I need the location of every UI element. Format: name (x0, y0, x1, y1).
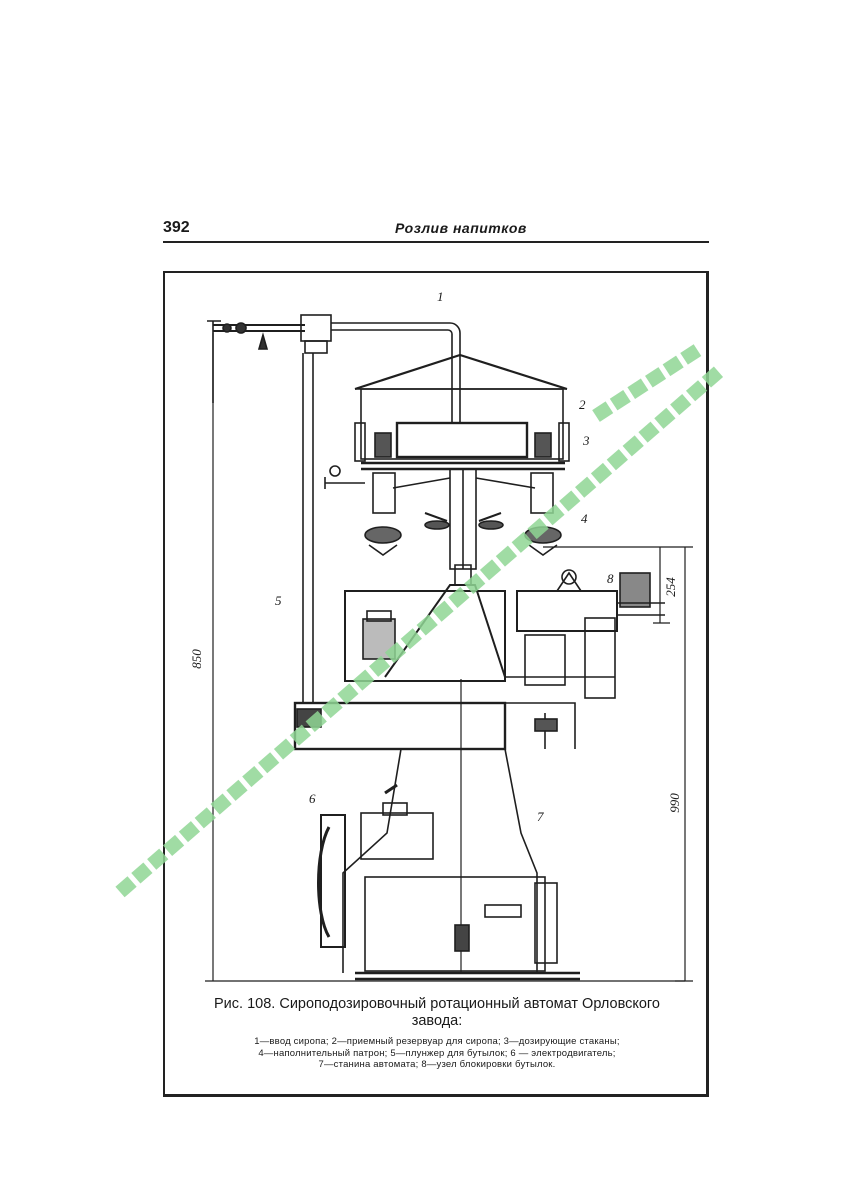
running-title: Розлив напитков (395, 220, 527, 236)
technical-drawing (205, 314, 693, 982)
figure-caption: Рис. 108. Сироподозировочный ротационный… (170, 996, 704, 1071)
callout-6: 6 (309, 791, 316, 806)
figure-frame: 1 2 3 4 5 6 7 8 850 254 990 (163, 271, 709, 1097)
header-rule (163, 241, 709, 243)
page-header: 392 Розлив напитков (163, 219, 709, 243)
callout-2: 2 (579, 397, 586, 412)
dimension-850: 850 (188, 649, 204, 669)
caption-legend: 1—ввод сиропа; 2—приемный резервуар для … (170, 1036, 704, 1071)
dimension-254: 254 (662, 577, 678, 597)
callout-labels: 1 2 3 4 5 6 7 8 850 254 990 (165, 273, 707, 1095)
callout-4: 4 (581, 511, 588, 526)
legend-line-1: 1—ввод сиропа; 2—приемный резервуар для … (254, 1036, 620, 1047)
legend-line-2: 4—наполнительный патрон; 5—плунжер для б… (258, 1047, 616, 1059)
legend-line-3: 7—станина автомата; 8—узел блокировки бу… (318, 1059, 556, 1070)
callout-8: 8 (607, 571, 614, 586)
callout-7: 7 (537, 809, 544, 824)
caption-title-line2: завода: (411, 1013, 463, 1029)
callout-3: 3 (583, 433, 590, 448)
callout-5: 5 (275, 593, 282, 608)
page-number: 392 (163, 219, 190, 236)
callout-1: 1 (437, 289, 444, 304)
caption-title-line1: Рис. 108. Сироподозировочный ротационный… (214, 996, 660, 1012)
caption-title: Рис. 108. Сироподозировочный ротационный… (170, 996, 704, 1030)
dimension-990: 990 (666, 793, 682, 813)
